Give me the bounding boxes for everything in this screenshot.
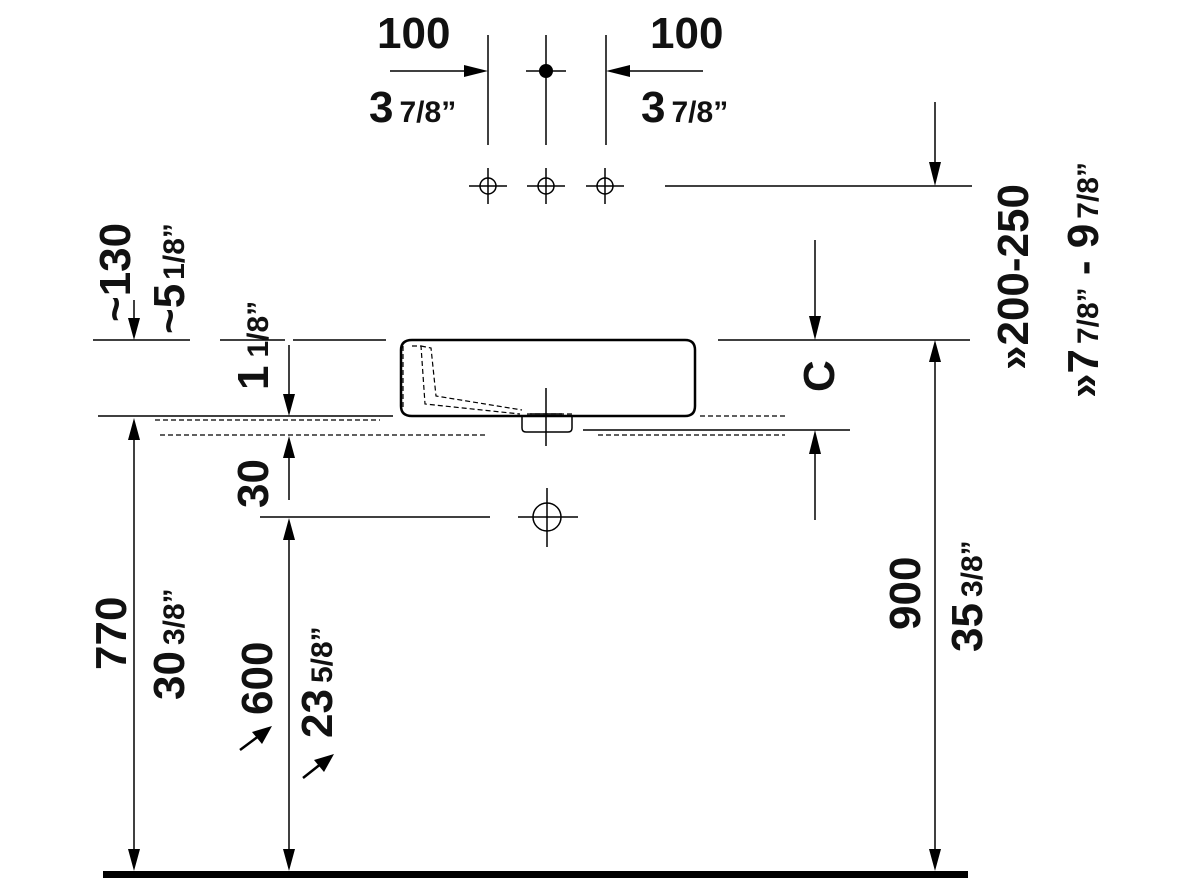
waste-outlet	[521, 388, 573, 446]
counter-height-dimension	[128, 418, 140, 871]
tap-center-dot	[539, 64, 553, 78]
rim-thickness-in: 11/8”	[229, 301, 278, 390]
drain-offset-mm: 30	[229, 459, 278, 508]
countertop-line	[98, 415, 785, 421]
floor-line	[103, 871, 968, 878]
counter-height-mm: 770	[87, 597, 136, 670]
dimension-c-label: C	[795, 360, 844, 392]
tap-height-dimension	[665, 102, 972, 187]
pointer-arrow-in	[302, 754, 334, 779]
drain-height-mm: 600	[233, 642, 282, 715]
overflow-height-in: ~51/8”	[145, 223, 194, 334]
counter-height-in: 303/8”	[145, 588, 194, 700]
rim-thickness-dimension	[283, 345, 295, 416]
tap-spacing-left-mm: 100	[377, 9, 450, 58]
dimension-c	[809, 240, 821, 520]
drain-height-in: 235/8”	[293, 626, 342, 738]
pointer-arrow-mm	[239, 726, 272, 751]
tap-hole-center	[527, 168, 565, 204]
drain-fitting	[518, 488, 578, 547]
tap-spacing-right-mm: 100	[650, 9, 723, 58]
tap-hole-left	[469, 168, 507, 204]
rim-height-mm: 900	[881, 557, 930, 630]
tap-height-mm: »200-250	[989, 184, 1038, 370]
tap-height-in: »77/8” - 97/8”	[1059, 162, 1108, 398]
countertop-underside-line	[160, 429, 850, 436]
rim-height-in: 353/8”	[943, 540, 992, 652]
overflow-height-mm: ~130	[91, 223, 140, 322]
tap-spacing-dimension	[390, 35, 703, 145]
tap-hole-right	[586, 168, 624, 204]
rim-height-dimension	[929, 340, 941, 871]
drain-offset-dimension	[283, 436, 295, 500]
basin-body	[399, 338, 697, 418]
drain-height-dimension	[283, 518, 295, 871]
overflow-height-dimension	[128, 300, 140, 340]
